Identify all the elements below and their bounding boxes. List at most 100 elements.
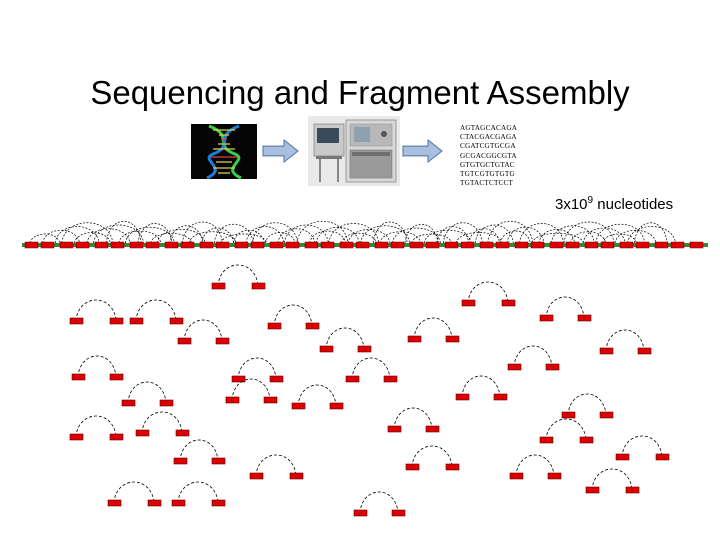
mate-pair-link (341, 232, 377, 244)
mate-pair-link (570, 231, 606, 244)
fragment (387, 425, 402, 433)
mate-pair-link (231, 378, 271, 401)
mate-pair-link (372, 221, 408, 244)
mate-pair-link (455, 232, 503, 244)
mate-pair-link (393, 407, 433, 430)
sequence-line: AGTAGCACAGA (460, 124, 518, 132)
fragment (561, 411, 576, 419)
mate-pair-link (137, 223, 173, 244)
mate-pair-link (127, 381, 167, 404)
genome-size-caption: 3x109 nucleotides (555, 195, 673, 213)
fragment (495, 241, 510, 249)
fragment (444, 241, 459, 249)
mate-pair-link (443, 222, 483, 244)
fragment (409, 241, 424, 249)
mate-pair-link (567, 393, 607, 416)
mate-pair-link (351, 357, 391, 380)
caption-suffix: nucleotides (593, 196, 674, 213)
fragment (211, 457, 226, 465)
fragment (600, 241, 615, 249)
fragment (425, 241, 440, 249)
fragment (329, 402, 344, 410)
fragment (391, 509, 406, 517)
mate-pair-link (519, 223, 564, 244)
mate-pair-link (359, 491, 399, 514)
fragment (445, 463, 460, 471)
fragment (75, 241, 90, 249)
fragment (539, 436, 554, 444)
fragment (129, 241, 144, 249)
fragment (619, 241, 634, 249)
mate-pair-link (141, 411, 183, 434)
fragment (231, 375, 246, 383)
fragment (269, 241, 284, 249)
fragment (135, 429, 150, 437)
mate-pair-link (538, 229, 576, 244)
dna-sequence-text: AGTAGCACAGA CTACGACGAGA CGATCGTGCGA GCGA… (460, 124, 550, 188)
fragment (355, 241, 370, 249)
fragment (173, 457, 188, 465)
fragment (339, 241, 354, 249)
fragment (635, 241, 650, 249)
mate-pair-link (125, 226, 175, 244)
fragment (655, 453, 670, 461)
fragment (251, 282, 266, 290)
mate-pair-link (423, 230, 472, 244)
fragment (285, 241, 300, 249)
fragment (599, 411, 614, 419)
fragment (180, 241, 195, 249)
mate-pair-link (252, 222, 298, 244)
fragment (159, 399, 174, 407)
sequencer-machine-icon (308, 116, 400, 186)
sequence-line: GTGTGCTGTAC (460, 160, 515, 169)
fragment (405, 463, 420, 471)
dna-helix-icon (191, 124, 257, 179)
mate-pair-link (413, 317, 453, 340)
fragment (493, 393, 508, 401)
mate-pair-link (296, 221, 349, 244)
mate-pair-link (233, 229, 265, 244)
mate-pair-link (500, 230, 531, 244)
mate-pair-link (118, 230, 162, 244)
fragment (565, 241, 580, 249)
mate-pair-link (179, 439, 219, 462)
fragment (263, 396, 278, 404)
fragment (549, 241, 564, 249)
sequence-line: CTACGACGAGA (460, 133, 517, 142)
mate-pair-link (392, 227, 441, 244)
mate-pair-link (582, 227, 626, 244)
fragment (615, 453, 630, 461)
mate-pair-link (75, 299, 117, 322)
fragment (455, 393, 470, 401)
mate-pair-link (474, 224, 514, 244)
mate-pair-link (61, 222, 114, 244)
mate-pair-link (255, 454, 297, 477)
fragment (291, 402, 306, 410)
fragment (625, 486, 640, 494)
mate-pair-link (506, 227, 545, 244)
mate-pair-link (135, 299, 177, 322)
fragment (507, 363, 522, 371)
mate-pair-link (177, 481, 219, 504)
mate-pair-link (513, 345, 553, 368)
fragment (215, 241, 230, 249)
fragment (545, 363, 560, 371)
mate-pair-link (237, 357, 277, 380)
mate-pair-link (467, 281, 509, 304)
fragment (407, 335, 422, 343)
fragment (577, 314, 592, 322)
fragment (109, 373, 124, 381)
fragment (69, 317, 84, 325)
fragment (501, 299, 516, 307)
mate-pair-link (169, 225, 204, 244)
mate-pair-link (360, 225, 410, 244)
mate-pair-link (595, 223, 646, 244)
mate-pair-link (220, 233, 268, 244)
mate-pair-link (93, 224, 144, 244)
mate-pair-link (29, 233, 61, 244)
fragment (670, 241, 685, 249)
mate-pair-link (74, 232, 111, 244)
mate-pair-link (545, 296, 585, 319)
caption-exponent: 9 (587, 195, 594, 206)
mate-pair-link (328, 223, 380, 244)
